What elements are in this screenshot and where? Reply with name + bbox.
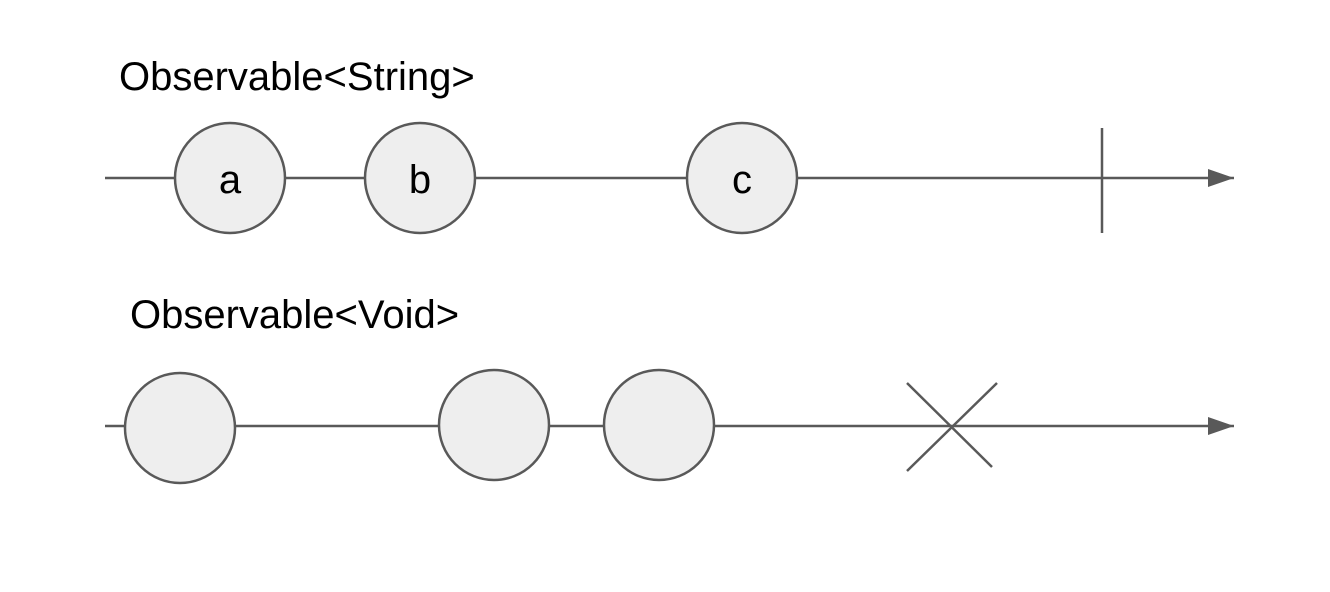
marble-b: b xyxy=(363,121,477,235)
stream-void: Observable<Void> xyxy=(105,293,1234,485)
marble-label-c: c xyxy=(732,158,752,202)
marble-void-3 xyxy=(602,368,716,482)
marble-label-b: b xyxy=(409,158,431,202)
stream-label-void: Observable<Void> xyxy=(130,293,459,337)
marble-label-a: a xyxy=(219,158,242,202)
marble-c: c xyxy=(685,121,799,235)
marble-void-2 xyxy=(437,368,551,482)
error-marker xyxy=(906,382,998,472)
marble-void-1 xyxy=(123,371,237,485)
marble-a: a xyxy=(173,121,287,235)
stream-label-string: Observable<String> xyxy=(119,55,475,99)
stream-string: Observable<String> a b c xyxy=(105,55,1234,235)
